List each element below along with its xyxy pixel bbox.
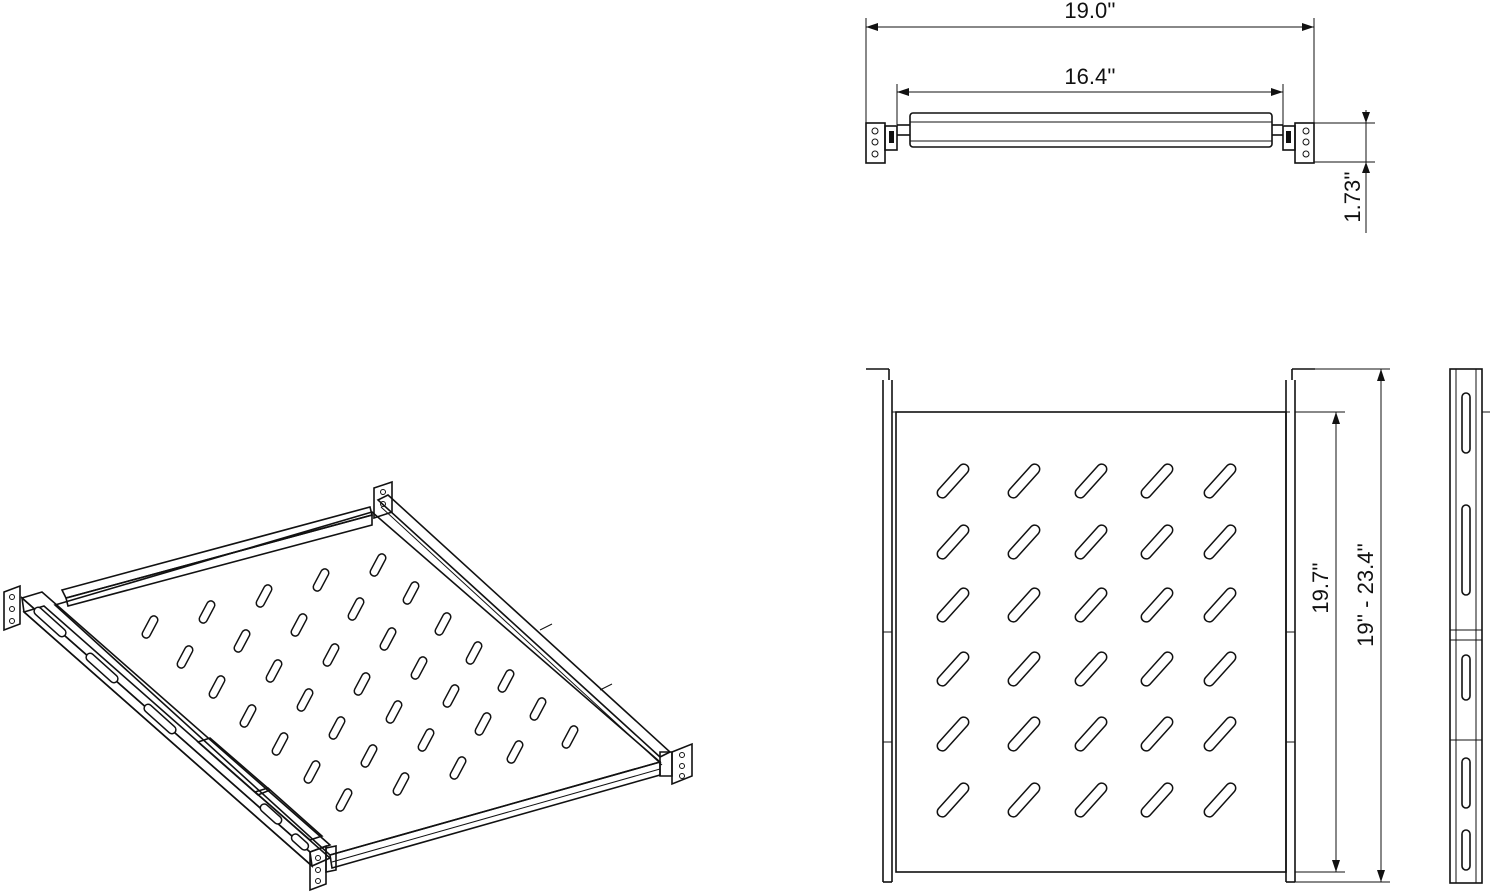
- vent-row-3: [936, 587, 1237, 623]
- overall-width-label: 19.0'': [1064, 0, 1115, 23]
- overall-width-dimension: 19.0'': [865, 0, 1315, 125]
- vent-row-1: [936, 463, 1237, 499]
- iso-left-back-bracket: [3, 584, 21, 632]
- front-shelf-body: [897, 112, 1283, 148]
- vent-row-2: [936, 524, 1237, 560]
- adjustable-depth-label: 19'' - 23.4'': [1353, 543, 1378, 647]
- inner-width-label: 16.4'': [1064, 64, 1115, 89]
- top-view-vent-slots: [936, 463, 1237, 818]
- iso-vent-slots: [141, 553, 579, 812]
- height-label: 1.73'': [1340, 171, 1365, 222]
- iso-back-right-bracket: [373, 480, 393, 520]
- top-view: 19.7'' 19'' - 23.4'': [866, 368, 1390, 883]
- iso-right-rail: [376, 494, 672, 766]
- iso-left-front-bracket: [309, 844, 337, 892]
- front-left-ear: [865, 122, 898, 164]
- inner-width-dimension: 16.4'': [896, 64, 1284, 125]
- side-view: [1449, 368, 1490, 884]
- isometric-view: [3, 480, 693, 892]
- vent-row-5: [936, 716, 1237, 752]
- front-right-ear: [1282, 122, 1315, 164]
- vent-row-6: [936, 782, 1237, 818]
- front-view: 19.0'' 16.4'': [865, 0, 1375, 233]
- height-dimension: 1.73'': [1314, 110, 1375, 233]
- top-shelf-plate: [895, 411, 1287, 873]
- iso-left-rail: [20, 591, 332, 869]
- iso-right-front-bracket: [659, 742, 693, 786]
- shelf-depth-label: 19.7'': [1308, 562, 1333, 613]
- top-left-rail: [866, 368, 893, 883]
- iso-back-rail: [60, 506, 373, 607]
- top-right-rail: [1285, 368, 1315, 883]
- shelf-depth-dimension: 19.7'': [1295, 411, 1345, 873]
- vent-row-4: [936, 651, 1237, 687]
- adjustable-depth-dimension: 19'' - 23.4'': [1295, 368, 1390, 883]
